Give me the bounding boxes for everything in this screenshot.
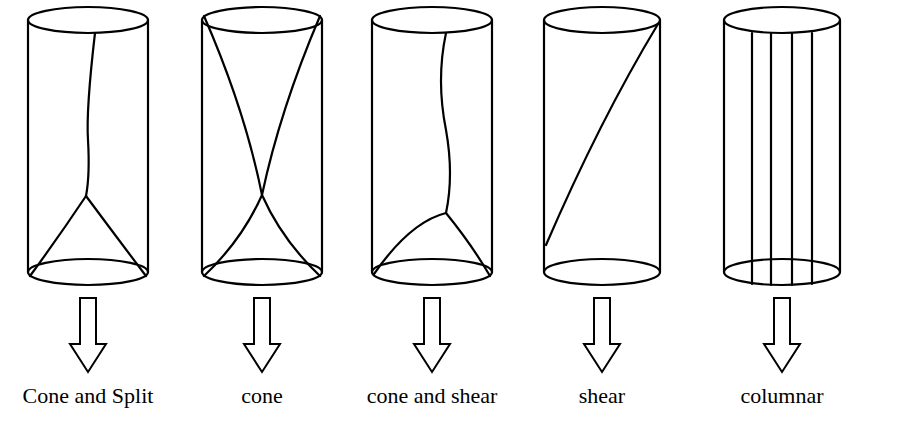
fracture-line [770, 33, 772, 285]
fracture-line [446, 213, 490, 276]
fracture-type-label: cone [241, 384, 283, 408]
fracture-line [751, 33, 753, 284]
down-arrow [764, 298, 800, 372]
fracture-line [441, 33, 450, 213]
down-arrow [244, 298, 280, 372]
fracture-line [811, 33, 813, 284]
down-arrow [584, 298, 620, 372]
down-arrow [414, 298, 450, 372]
specimen-cylinder [372, 7, 492, 285]
specimen-cylinder [202, 7, 322, 285]
fracture-type-label: cone and shear [367, 384, 498, 408]
fracture-line [546, 24, 658, 245]
fracture-line [791, 33, 793, 285]
fracture-line [86, 196, 146, 276]
fracture-line [86, 33, 95, 196]
fracture-line [204, 16, 320, 276]
specimen-cylinder [724, 7, 840, 285]
fracture-line [374, 213, 446, 274]
fracture-line [30, 196, 86, 276]
down-arrow [70, 298, 106, 372]
fracture-type-label: shear [579, 384, 625, 408]
fracture-type-label: columnar [740, 384, 823, 408]
fracture-type-label: Cone and Split [23, 384, 154, 408]
specimen-cylinder [28, 7, 148, 285]
fracture-line [204, 16, 320, 276]
specimen-cylinder [544, 7, 660, 285]
